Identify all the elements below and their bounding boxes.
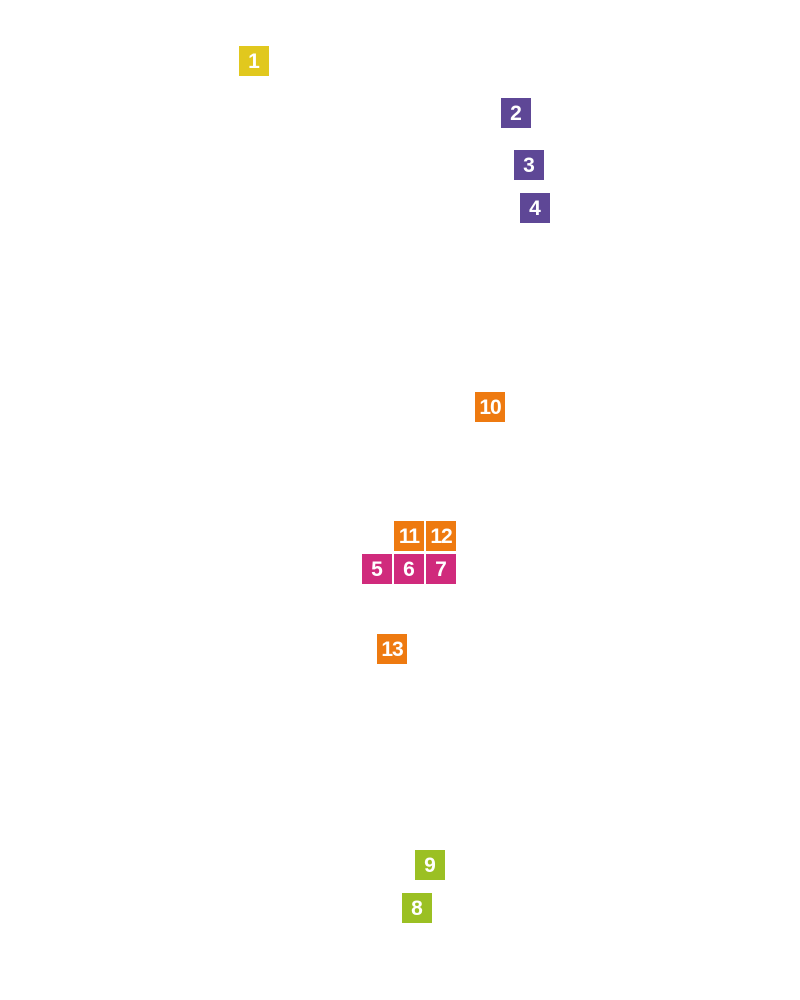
marker-10: 10 <box>475 392 505 422</box>
marker-6: 6 <box>394 554 424 584</box>
marker-11: 11 <box>394 521 424 551</box>
marker-1: 1 <box>239 46 269 76</box>
marker-2: 2 <box>501 98 531 128</box>
marker-7: 7 <box>426 554 456 584</box>
marker-5: 5 <box>362 554 392 584</box>
marker-3: 3 <box>514 150 544 180</box>
marker-9: 9 <box>415 850 445 880</box>
marker-13: 13 <box>377 634 407 664</box>
marker-4: 4 <box>520 193 550 223</box>
marker-8: 8 <box>402 893 432 923</box>
marker-12: 12 <box>426 521 456 551</box>
